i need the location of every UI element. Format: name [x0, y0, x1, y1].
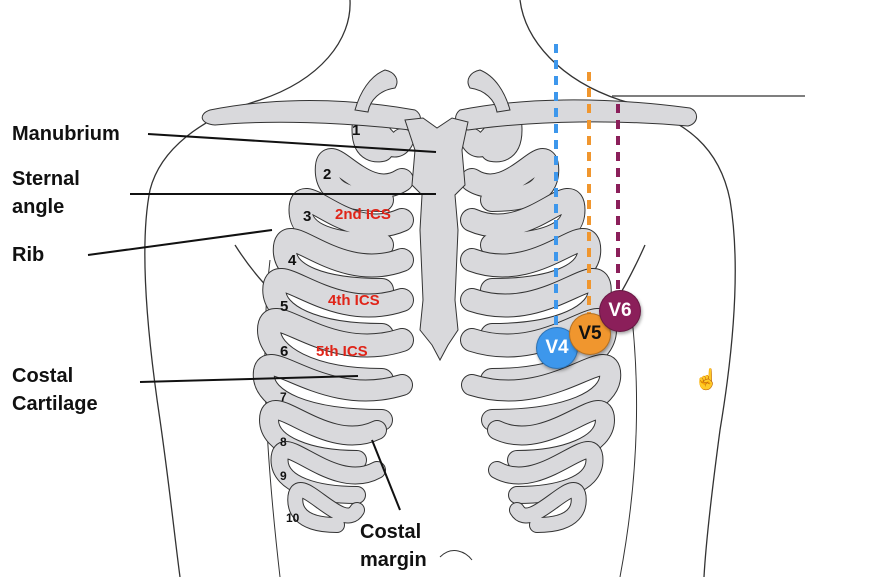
rib-fill — [288, 483, 364, 532]
rib-number: 9 — [280, 469, 287, 483]
rib-fill — [462, 355, 621, 430]
clavicles — [201, 69, 697, 131]
rib-number: 4 — [288, 252, 297, 269]
rib-fill — [315, 149, 413, 211]
rib-fill — [461, 189, 585, 256]
lead-v6-label: V6 — [608, 300, 632, 321]
rib-number: 2 — [323, 166, 332, 183]
ribs — [252, 108, 622, 533]
label-costal-cartilage: Costal Cartilage — [12, 365, 98, 415]
rib-number: 5 — [280, 298, 289, 315]
label-rib: Rib — [12, 244, 45, 266]
lead-v6[interactable]: V6 — [599, 290, 641, 332]
rib-fill — [289, 189, 413, 256]
rib-number: 8 — [280, 435, 287, 449]
rib-number: 3 — [303, 208, 312, 225]
rib-number: 7 — [280, 390, 287, 404]
rib-number: 10 — [286, 511, 300, 525]
rib-number: 6 — [280, 343, 289, 360]
label-manubrium: Manubrium — [12, 123, 120, 145]
rib-number: 1 — [352, 122, 361, 139]
rib-fill — [273, 229, 413, 301]
ics-label: 2nd ICS — [335, 206, 391, 223]
rib-fill — [510, 483, 586, 532]
leader-lines — [87, 133, 437, 511]
ics-label: 5th ICS — [316, 343, 368, 360]
sternum — [404, 117, 469, 362]
rib-fill — [253, 355, 412, 430]
label-sternal-angle: Sternal angle — [12, 168, 80, 218]
rib-fill — [461, 149, 559, 211]
hand-pointer-icon: ☝ — [694, 369, 719, 391]
ics-label: 4th ICS — [328, 292, 380, 309]
lead-v5-label: V5 — [578, 323, 602, 344]
label-costal-margin: Costal margin — [360, 521, 427, 571]
lead-v4-label: V4 — [545, 337, 569, 358]
